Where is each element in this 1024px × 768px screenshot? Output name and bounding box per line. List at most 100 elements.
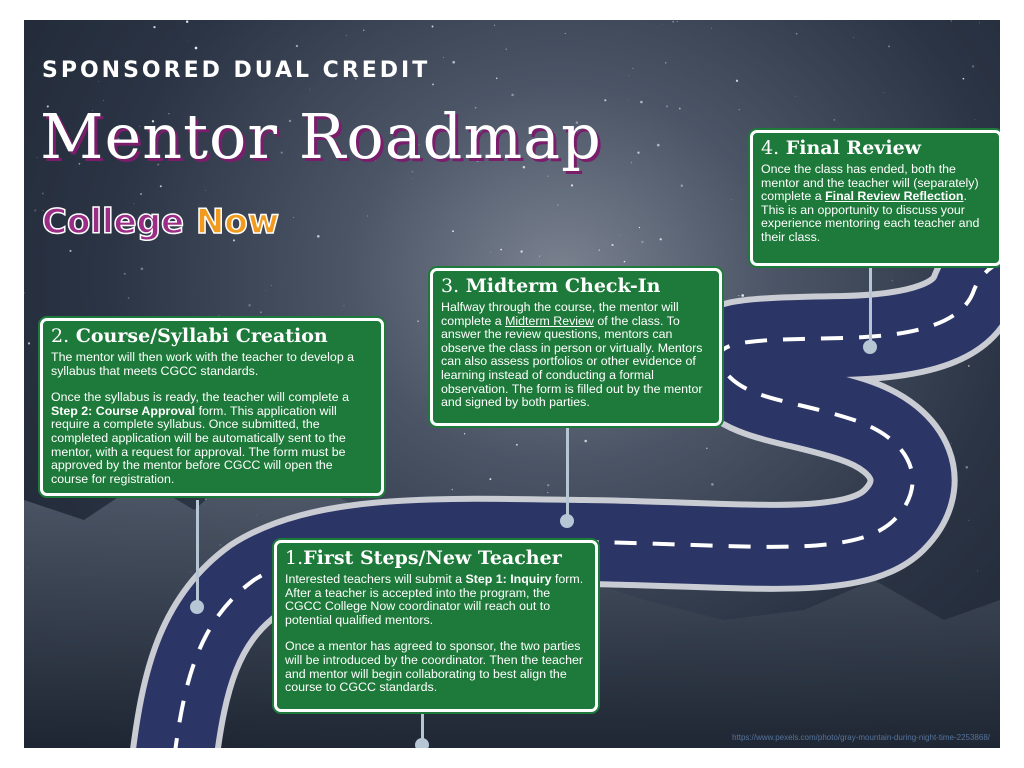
star	[271, 285, 272, 286]
star	[295, 44, 299, 48]
star	[738, 295, 740, 297]
star	[735, 79, 739, 82]
star	[656, 143, 660, 147]
star	[962, 77, 965, 80]
star	[153, 25, 156, 29]
photo-credit[interactable]: https://www.pexels.com/photo/gray-mounta…	[732, 733, 990, 742]
star	[496, 159, 498, 162]
step-paragraph: Halfway through the course, the mentor w…	[441, 300, 711, 410]
star	[598, 249, 600, 251]
star	[157, 163, 160, 166]
star	[628, 75, 630, 77]
star	[977, 570, 979, 572]
star	[432, 83, 434, 86]
star	[490, 251, 491, 253]
star	[659, 238, 662, 241]
text-run: Once the class has ended, both the mento…	[761, 162, 979, 204]
text-run: of the class. To answer the review quest…	[441, 313, 703, 410]
star	[431, 25, 434, 28]
star	[78, 162, 81, 165]
star	[833, 119, 835, 121]
step-number: 4.	[761, 137, 780, 159]
star	[402, 159, 404, 161]
star	[471, 148, 473, 150]
star	[481, 266, 483, 268]
star	[623, 260, 626, 263]
star	[557, 204, 559, 206]
star	[411, 178, 413, 180]
star	[539, 255, 540, 257]
star	[971, 65, 975, 68]
star	[69, 249, 72, 252]
star	[97, 80, 99, 82]
star	[151, 120, 155, 123]
midterm-review-link[interactable]: Midterm Review	[505, 313, 594, 328]
star	[664, 62, 667, 64]
star	[731, 198, 732, 200]
star	[86, 218, 88, 220]
star	[452, 60, 456, 64]
star	[280, 151, 283, 154]
pin-line-step-4	[869, 264, 872, 346]
star	[103, 100, 105, 102]
text-run: form. This application will require a co…	[51, 403, 346, 486]
star	[24, 292, 25, 294]
star	[346, 35, 348, 36]
eyebrow-title: SPONSORED DUAL CREDIT	[42, 58, 431, 83]
star	[950, 442, 952, 444]
star	[343, 305, 345, 307]
step-paragraph: Once the syllabus is ready, the teacher …	[51, 390, 373, 486]
star	[452, 230, 454, 233]
page-title: Mentor Roadmap	[40, 100, 602, 173]
star	[288, 119, 292, 123]
star	[640, 100, 643, 104]
star	[532, 144, 534, 146]
star	[979, 22, 980, 24]
final-review-reflection-link[interactable]: Final Review Reflection	[825, 189, 964, 204]
step-title: 2. Course/Syllabi Creation	[51, 325, 373, 347]
star	[476, 159, 479, 162]
star	[611, 243, 614, 247]
star	[27, 342, 31, 345]
star	[451, 488, 454, 491]
star	[564, 32, 566, 35]
star	[495, 77, 498, 80]
pin-dot-step-2	[190, 600, 204, 614]
text-run: Once the syllabus is ready, the teacher …	[51, 390, 349, 405]
pin-line-step-1	[421, 710, 424, 742]
star	[474, 106, 477, 109]
star	[505, 48, 507, 50]
star	[883, 91, 885, 93]
step-title: 1.First Steps/New Teacher	[285, 547, 587, 569]
star	[628, 99, 629, 101]
star	[46, 105, 49, 108]
star	[194, 46, 198, 50]
pin-dot-step-3	[560, 514, 574, 528]
star	[570, 184, 574, 187]
star	[604, 99, 607, 102]
step-title-text: Course/Syllabi Creation	[75, 325, 328, 347]
poster: SPONSORED DUAL CREDIT Mentor Roadmap Col…	[24, 20, 1000, 748]
star	[140, 193, 142, 195]
star	[375, 159, 377, 161]
star	[665, 105, 669, 108]
step-title: 4. Final Review	[761, 137, 991, 159]
star	[309, 88, 311, 90]
star	[292, 216, 295, 219]
form-name-inquiry: Step 1: Inquiry	[465, 572, 552, 586]
star	[619, 234, 620, 236]
star	[93, 143, 94, 145]
star	[232, 239, 236, 242]
star	[185, 20, 189, 23]
star	[127, 297, 130, 299]
star	[638, 226, 641, 229]
star	[500, 248, 502, 251]
star	[489, 478, 492, 481]
step-number: 2.	[51, 325, 70, 347]
star	[965, 465, 969, 469]
star	[672, 20, 675, 23]
text-run: Interested teachers will submit a	[285, 572, 466, 586]
star	[411, 170, 414, 173]
star	[248, 303, 251, 307]
star	[417, 320, 419, 322]
